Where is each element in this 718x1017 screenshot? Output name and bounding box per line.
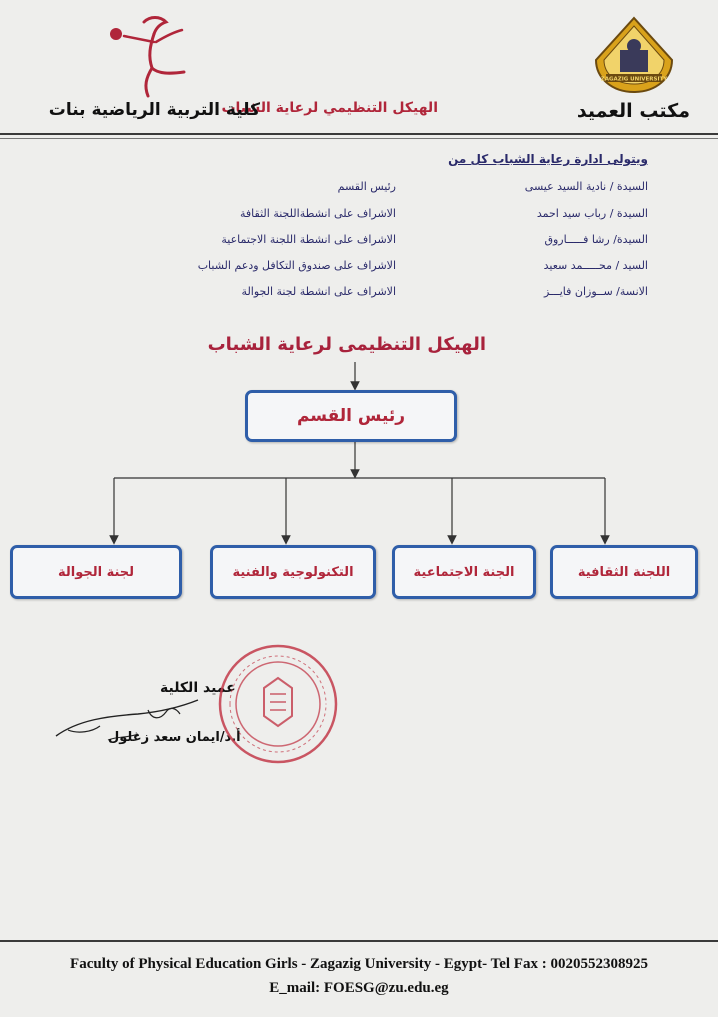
member-role: الاشراف على صندوق التكافل ودعم الشباب (197, 259, 396, 272)
org-box-head: رئيس القسم (245, 390, 457, 442)
member-role: الاشراف على انشطةاللجنة الثقافة (240, 207, 396, 220)
header-title-red: الهيكل التنظيمي لرعاية الشباب (221, 100, 438, 116)
org-box-scouts: لجنة الجوالة (10, 545, 182, 599)
header-title-black: كلية التربية الرياضية بنات (48, 100, 260, 120)
dean-name: أ.د/ايمان سعد زغلول (108, 730, 241, 745)
org-box-technology: التكنولوجية والفنية (210, 545, 376, 599)
chart-title: الهيكل التنظيمى لرعاية الشباب (207, 334, 486, 355)
member-name: الانسة/ ســوزان فايـــز (543, 285, 648, 298)
header-divider-top (0, 133, 718, 135)
runner-logo-icon (110, 16, 186, 98)
dean-title: عميد الكلية (160, 680, 236, 696)
member-name: السيد / محـــــمد سعيد (543, 259, 648, 272)
org-chart-connectors (109, 362, 610, 545)
logo-text: ZAGAZIG UNIVERSITY (601, 77, 669, 83)
member-name: السيدة/ رشا فـــــاروق (544, 233, 648, 246)
member-role: رئيس القسم (337, 180, 396, 193)
header-divider-bottom (0, 138, 718, 139)
footer-email: E_mail: FOESG@zu.edu.eg (269, 980, 449, 996)
member-role: الاشراف على انشطة اللجنة الاجتماعية (221, 233, 396, 246)
official-stamp-icon (218, 644, 338, 764)
org-box-cultural: اللجنة الثقافية (550, 545, 698, 599)
zagazig-university-logo-icon: ZAGAZIG UNIVERSITY (594, 16, 674, 94)
footer-address: Faculty of Physical Education Girls - Za… (70, 956, 648, 972)
footer-divider (0, 940, 718, 942)
signature-scribble-icon (55, 699, 199, 741)
intro-heading: ويتولى ادارة رعاية الشباب كل من (448, 152, 648, 166)
header-office: مكتب العميد (576, 100, 690, 122)
member-name: السيدة / نادية السيد عيسى (524, 180, 648, 193)
org-box-social: الجنة الاجتماعية (392, 545, 536, 599)
member-name: السيدة / رباب سيد احمد (536, 207, 648, 220)
member-role: الاشراف على انشطة لجنة الجوالة (241, 285, 396, 298)
